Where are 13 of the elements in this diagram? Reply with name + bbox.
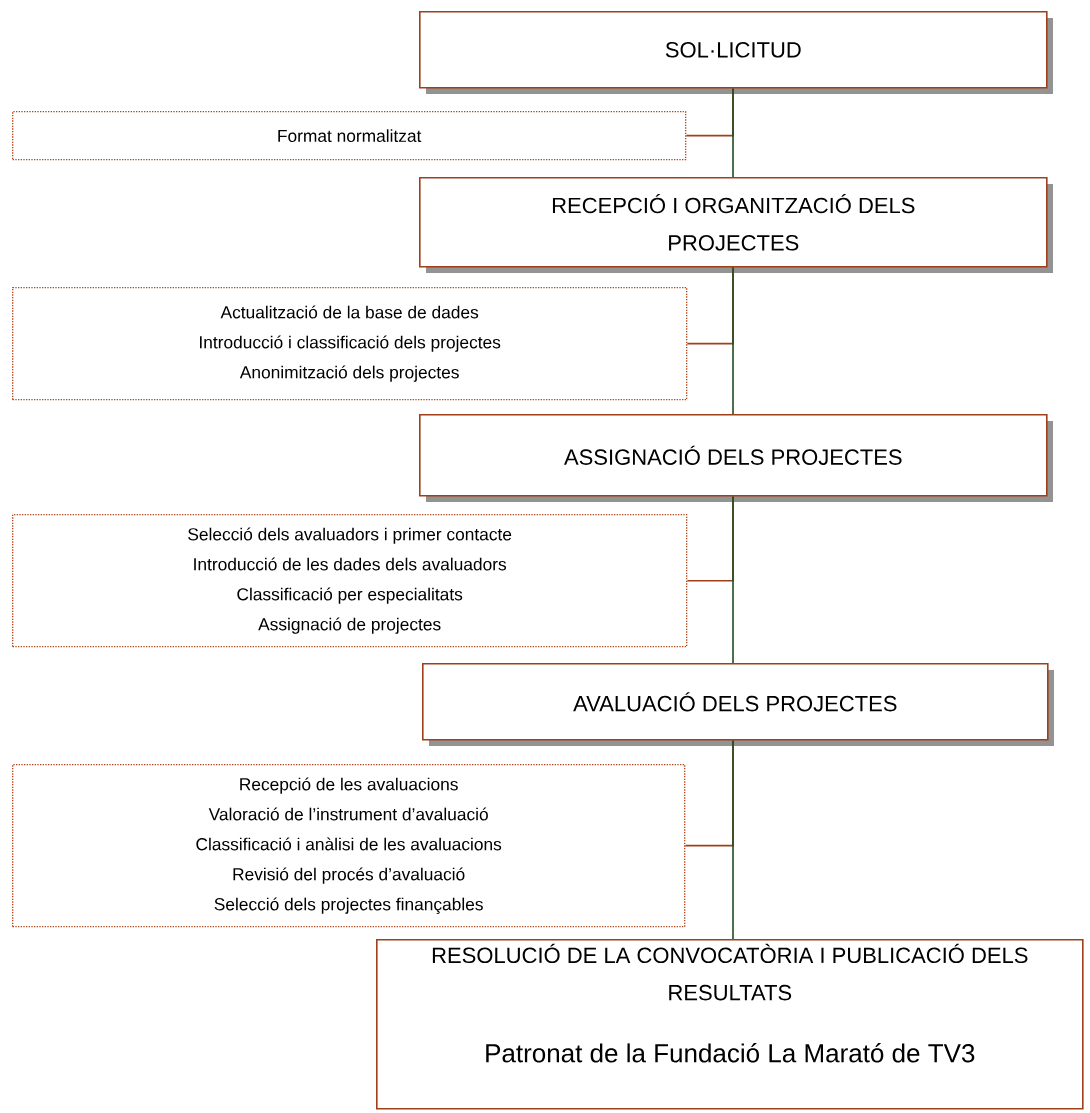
connector-line: [732, 495, 734, 664]
result-box: RESOLUCIÓ DE LA CONVOCATÒRIA I PUBLICACIÓ DELS RESULTATS Patronat de la Fundació La Marató de TV3: [376, 939, 1084, 1110]
process-box: RECEPCIÓ I ORGANITZACIÓ DELS PROJECTES: [419, 177, 1053, 273]
task-list-box: Selecció dels avaluadors i primer contacte Introducció de les dades dels avaluadors Classificació per especialitats Assignació de projectes: [12, 514, 688, 648]
task-list-box: Format normalitzat: [12, 111, 687, 161]
connector-line: [732, 266, 734, 415]
task-list-box: Actualització de la base de dades Introducció i classificació dels projectes Anonimització dels projectes: [12, 287, 688, 401]
connector-line: [732, 87, 734, 178]
task-list-box: Recepció de les avaluacions Valoració de l’instrument d’avaluació Classificació i anàlisi de les avaluacions Revisió del procés d’avaluació Selecció dels projectes finançables: [12, 764, 686, 928]
connector-line: [732, 739, 734, 940]
process-box: ASSIGNACIÓ DELS PROJECTES: [419, 414, 1053, 502]
process-box: SOL·LICITUD: [419, 11, 1053, 94]
process-box: AVALUACIÓ DELS PROJECTES: [422, 663, 1054, 746]
